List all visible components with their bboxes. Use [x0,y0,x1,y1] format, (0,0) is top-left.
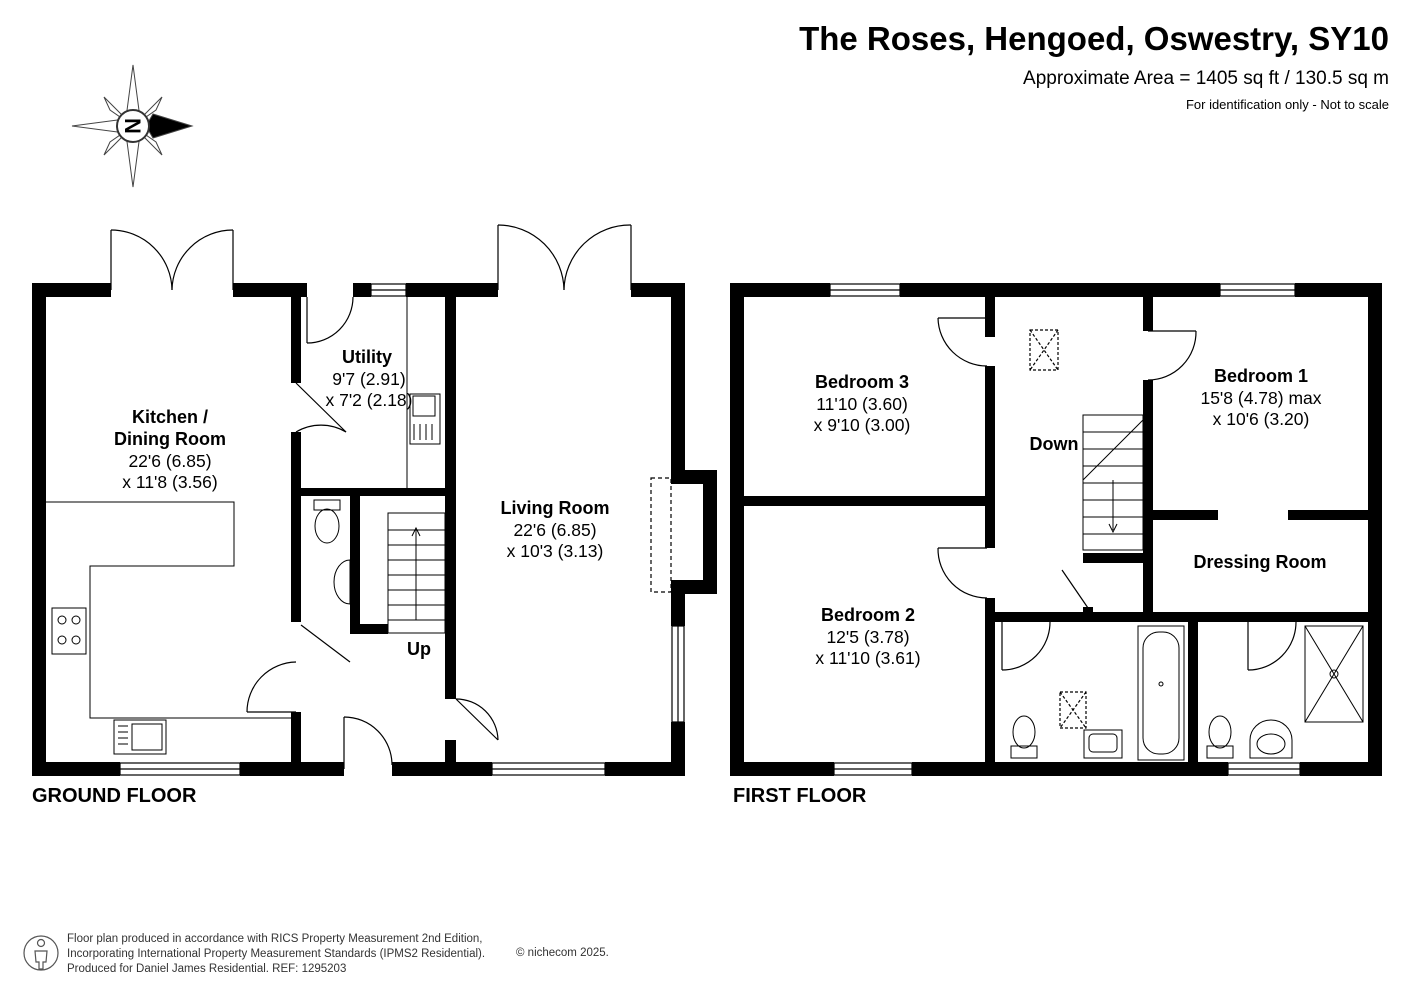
footer-line: Produced for Daniel James Residential. R… [67,963,347,975]
stairs-down-label: Down [1030,434,1079,454]
room-dimension: 22'6 (6.85) [513,520,596,540]
room-dimension: 9'7 (2.91) [332,369,405,389]
room-dimension: 15'8 (4.78) max [1200,388,1321,408]
kitchen-dining-label: Kitchen / Dining Room 22'6 (6.85) x 11'8… [114,407,226,492]
ground-floor-label: GROUND FLOOR [32,785,197,807]
person-icon [23,935,59,971]
room-name: Utility [342,347,392,367]
scale-disclaimer: For identification only - Not to scale [1185,97,1389,112]
kitchen-sink-icon [113,719,167,755]
staircase-up-icon [387,512,446,634]
stairs-up-label: Up [407,639,431,659]
toilet-icon [313,499,341,544]
room-dimension: x 11'8 (3.56) [122,472,217,492]
copyright-notice: © nichecom 2025. [516,947,609,959]
room-dimension: 11'10 (3.60) [816,394,908,414]
room-name: Bedroom 2 [821,605,915,625]
approximate-area: Approximate Area = 1405 sq ft / 130.5 sq… [1023,68,1389,89]
bath-icon [1137,625,1185,761]
compass-rose-icon [71,64,194,188]
footer-line: Incorporating International Property Mea… [67,948,486,960]
staircase-down-icon [1082,414,1144,551]
room-name: Kitchen / [132,407,208,427]
utility-label: Utility 9'7 (2.91) x 7'2 (2.18) [326,347,413,410]
property-title: The Roses, Hengoed, Oswestry, SY10 [799,20,1389,57]
basin-icon [333,559,351,605]
bathroom-basin-icon [1083,729,1123,759]
bedroom-1-label: Bedroom 1 15'8 (4.78) max x 10'6 (3.20) [1200,366,1321,429]
living-room-label: Living Room 22'6 (6.85) x 10'3 (3.13) [501,498,610,561]
room-name: Dining Room [114,429,226,449]
room-dimension: x 7'2 (2.18) [326,390,413,410]
ensuite-toilet-icon [1206,715,1234,759]
bedroom-2-label: Bedroom 2 12'5 (3.78) x 11'10 (3.61) [815,605,920,668]
room-name: Living Room [501,498,610,518]
room-dimension: x 9'10 (3.00) [814,415,911,435]
footer-disclaimer: Floor plan produced in accordance with R… [67,932,485,977]
hob-icon [51,607,87,655]
room-dimension: x 10'6 (3.20) [1213,409,1310,429]
first-floor-walls [730,283,1382,776]
dressing-room-label: Dressing Room [1193,552,1326,572]
utility-sink-icon [409,393,441,445]
room-dimension: x 11'10 (3.61) [815,648,920,668]
first-floor-windows [829,283,1301,776]
compass-north-letter: N [120,118,145,134]
room-dimension: x 10'3 (3.13) [507,541,604,561]
first-floor-doors [937,317,1297,729]
room-dimension: 22'6 (6.85) [128,451,211,471]
first-floor-label: FIRST FLOOR [733,785,867,807]
first-floor-fixtures [1010,414,1364,761]
room-dimension: 12'5 (3.78) [826,627,909,647]
shower-tray-icon [1304,625,1364,723]
ground-floor-walls [32,283,717,776]
footer-line: Floor plan produced in accordance with R… [67,933,483,945]
ensuite-basin-icon [1249,719,1293,759]
bedroom-3-label: Bedroom 3 11'10 (3.60) x 9'10 (3.00) [814,372,911,435]
ground-floor-windows [119,283,685,776]
bathroom-toilet-icon [1010,715,1038,759]
room-name: Bedroom 3 [815,372,909,392]
ground-floor-doors [110,224,672,769]
ground-floor-fixtures [46,297,446,755]
room-name: Bedroom 1 [1214,366,1308,386]
